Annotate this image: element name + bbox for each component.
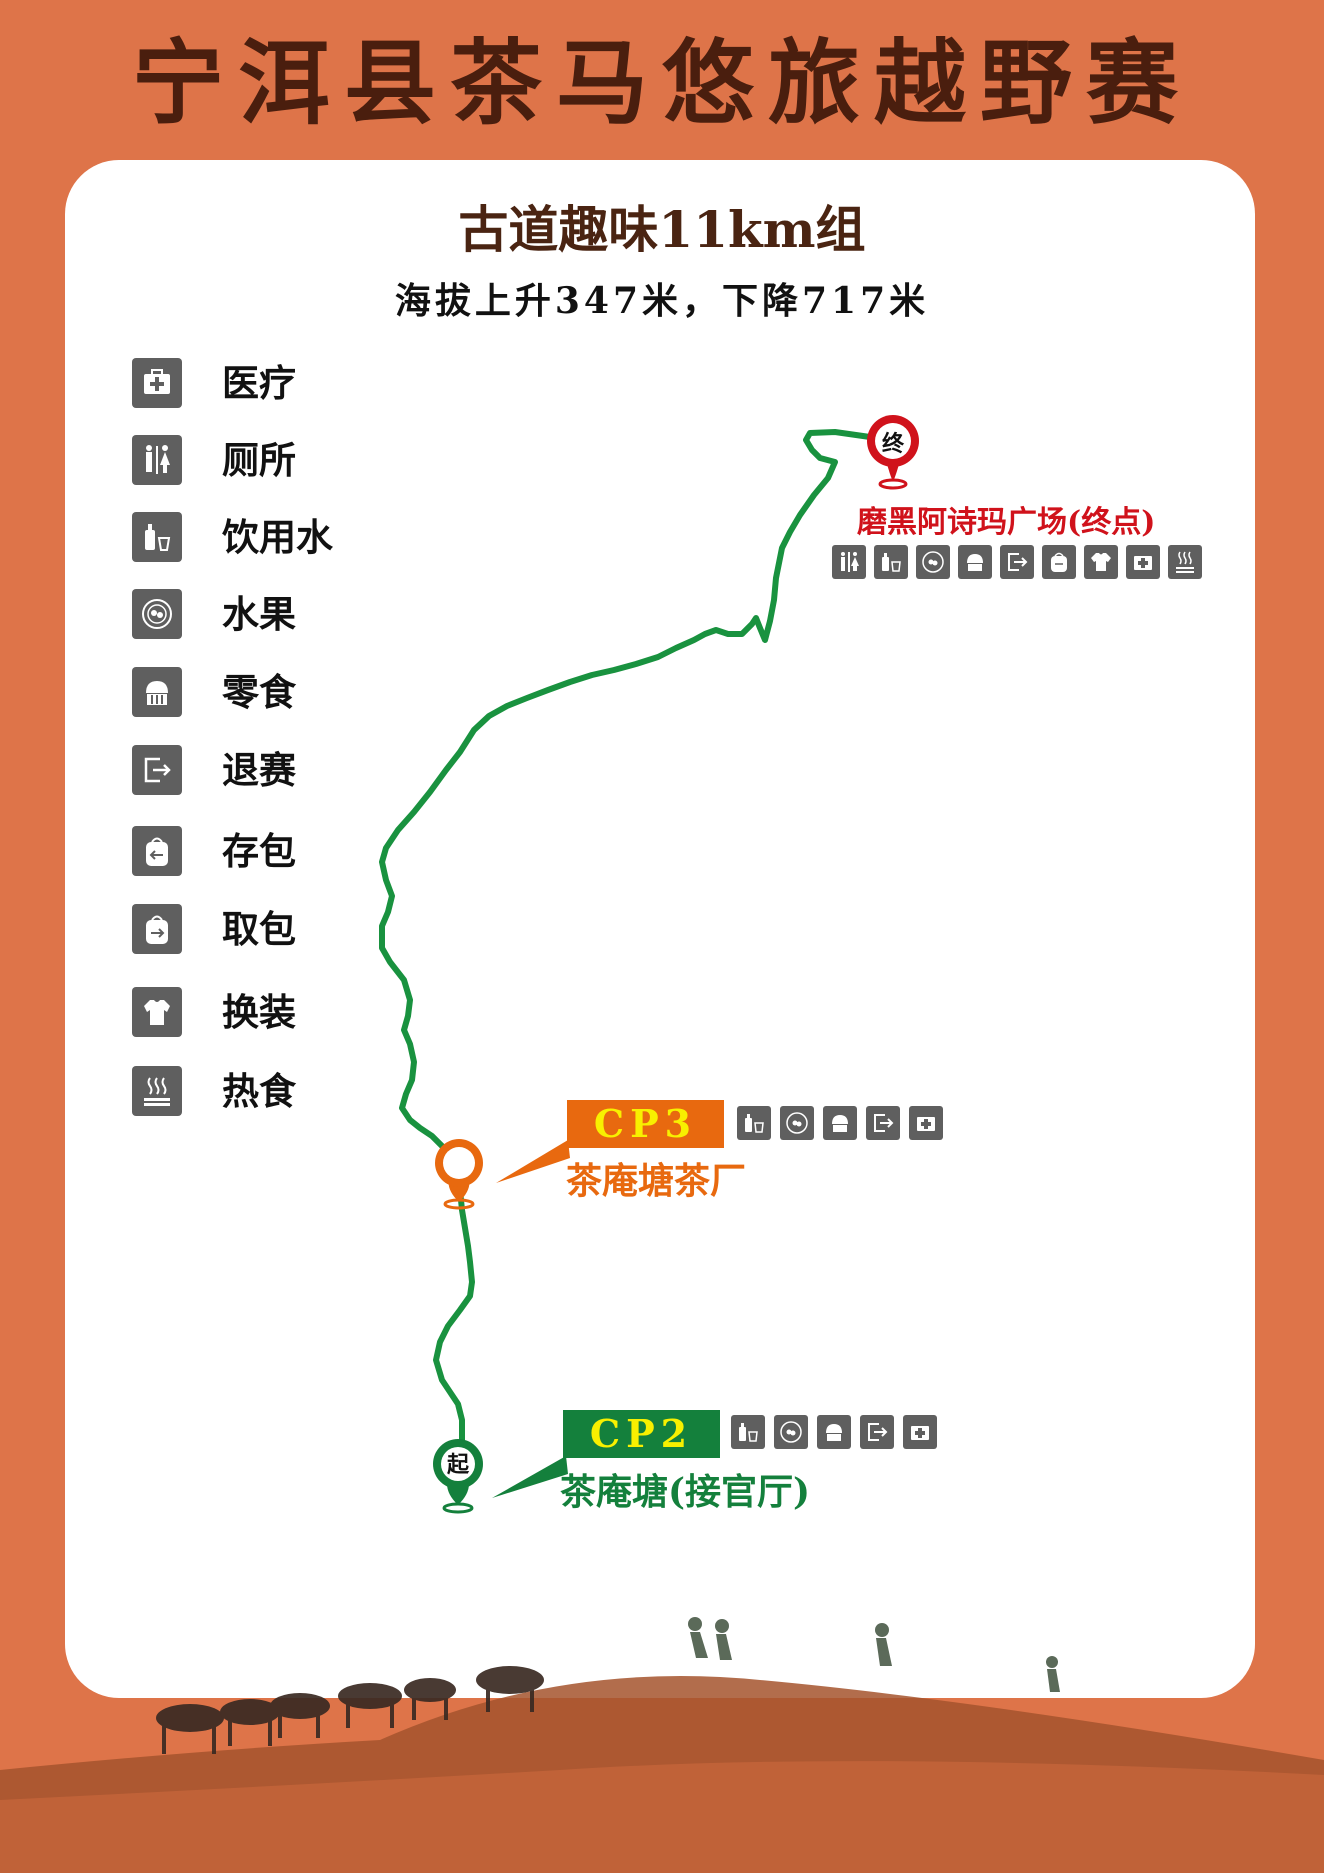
withdraw-icon <box>1000 545 1034 579</box>
change-clothes-icon <box>1084 545 1118 579</box>
event-title: 宁洱县茶马悠旅越野赛 <box>131 29 1192 137</box>
bag-deposit-icon <box>132 826 182 876</box>
fruit-icon <box>916 545 950 579</box>
start-marker-text: 起 <box>446 1452 470 1478</box>
hot-food-icon <box>132 1066 182 1116</box>
legend-label: 取包 <box>222 907 296 951</box>
legend-label: 医疗 <box>222 361 296 405</box>
finish-marker: 终 <box>867 415 919 490</box>
horse-caravan <box>156 1666 544 1754</box>
medical-icon <box>132 358 182 408</box>
bag-pickup-icon <box>1042 545 1076 579</box>
toilet-icon <box>132 435 182 485</box>
water-icon <box>731 1415 765 1449</box>
toilet-icon <box>832 545 866 579</box>
snack-icon <box>132 667 182 717</box>
runners <box>688 1617 1060 1692</box>
withdraw-icon <box>132 745 182 795</box>
start-marker: 起 <box>433 1439 568 1514</box>
legend-label: 退赛 <box>222 748 296 792</box>
fruit-icon <box>780 1106 814 1140</box>
route-line <box>379 429 873 1459</box>
water-icon <box>132 512 182 562</box>
hot-food-icon <box>1168 545 1202 579</box>
cp2-label: 茶庵塘(接官厅) <box>560 1471 811 1513</box>
medical-icon <box>1126 545 1160 579</box>
legend-label: 厕所 <box>222 438 296 482</box>
legend-label: 换装 <box>222 990 296 1034</box>
legend-label: 饮用水 <box>222 515 333 559</box>
withdraw-icon <box>866 1106 900 1140</box>
cp3-facilities <box>737 1106 947 1140</box>
change-clothes-icon <box>132 987 182 1037</box>
fruit-icon <box>774 1415 808 1449</box>
legend-label: 存包 <box>222 829 296 873</box>
medical-icon <box>909 1106 943 1140</box>
medical-icon <box>903 1415 937 1449</box>
cp2-tag: CP2 <box>563 1410 720 1458</box>
bag-pickup-icon <box>132 904 182 954</box>
finish-facilities <box>832 545 1222 579</box>
fruit-icon <box>132 589 182 639</box>
water-icon <box>874 545 908 579</box>
legend-label: 零食 <box>222 670 296 714</box>
snack-icon <box>823 1106 857 1140</box>
snack-icon <box>958 545 992 579</box>
caravan-runners-scene <box>0 1617 1324 1873</box>
legend-label: 热食 <box>222 1069 296 1113</box>
cp3-marker <box>435 1139 570 1210</box>
legend-label: 水果 <box>222 592 296 636</box>
withdraw-icon <box>860 1415 894 1449</box>
elevation-summary: 海拔上升347米，下降717米 <box>394 280 930 322</box>
cp3-tag: CP3 <box>567 1100 724 1148</box>
course-title: 古道趣味11km组 <box>458 200 866 259</box>
finish-label: 磨黑阿诗玛广场(终点) <box>857 505 1156 540</box>
cp2-facilities <box>731 1415 941 1449</box>
cp3-label: 茶庵塘茶厂 <box>566 1160 747 1202</box>
finish-marker-text: 终 <box>882 431 905 457</box>
snack-icon <box>817 1415 851 1449</box>
water-icon <box>737 1106 771 1140</box>
